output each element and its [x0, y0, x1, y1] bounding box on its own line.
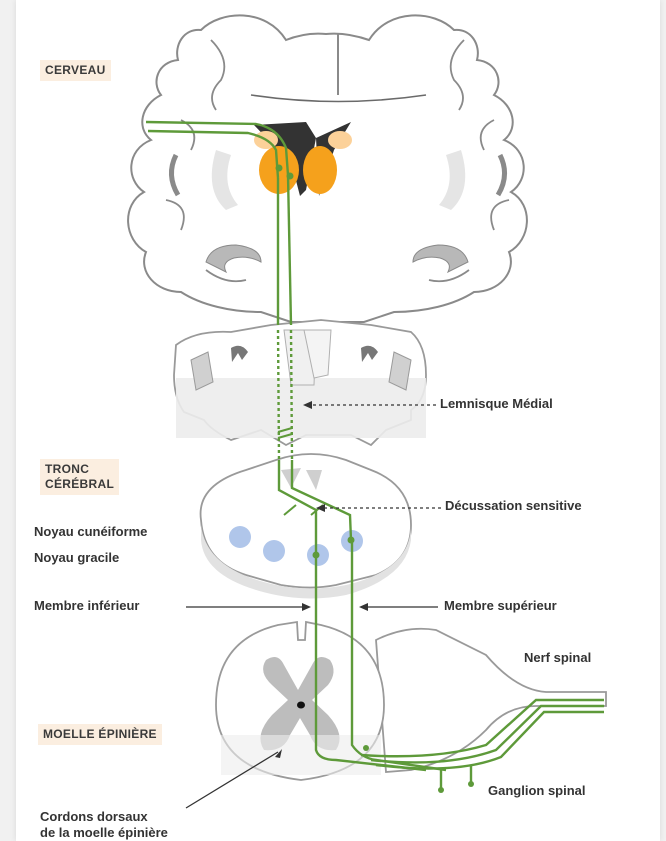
label-cordons-line1: Cordons dorsaux	[40, 809, 168, 825]
brain-section	[128, 15, 527, 322]
label-noyau-gracile: Noyau gracile	[34, 550, 119, 566]
root-dot	[363, 745, 369, 751]
label-nerf-spinal: Nerf spinal	[524, 650, 591, 666]
label-decussation-sensitive: Décussation sensitive	[445, 498, 582, 514]
label-membre-superieur: Membre supérieur	[444, 598, 557, 614]
label-ganglion-spinal: Ganglion spinal	[488, 783, 586, 799]
section-label-tronc-line2: CÉRÉBRAL	[45, 477, 114, 492]
label-cordons-line2: de la moelle épinière	[40, 825, 168, 841]
ganglion-dot-1	[438, 787, 444, 793]
cuneate-synapse	[348, 537, 355, 544]
label-cordons-dorsaux: Cordons dorsaux de la moelle épinière	[40, 809, 168, 841]
thalamus-synapse-2	[287, 173, 294, 180]
arrow-inferieur	[302, 603, 311, 611]
thalamus-right-light	[328, 131, 352, 149]
gracile-synapse	[313, 552, 320, 559]
section-label-tronc: TRONC CÉRÉBRAL	[40, 459, 119, 495]
central-canal	[297, 702, 305, 709]
thalamus-right	[303, 146, 337, 194]
label-lemnisque-medial: Lemnisque Médial	[440, 396, 553, 412]
section-label-cerveau: CERVEAU	[40, 60, 111, 81]
section-label-tronc-line1: TRONC	[45, 462, 114, 477]
label-noyau-cuneiforme: Noyau cunéiforme	[34, 524, 147, 540]
sensory-pathway-diagram	[16, 0, 660, 841]
midbrain-section	[174, 320, 426, 445]
medulla-section	[201, 454, 411, 599]
diagram-frame: CERVEAU TRONC CÉRÉBRAL MOELLE ÉPINIÈRE L…	[16, 0, 660, 841]
thalamus-synapse-1	[276, 165, 283, 172]
nucleus-1	[229, 526, 251, 548]
nucleus-2	[263, 540, 285, 562]
section-label-moelle: MOELLE ÉPINIÈRE	[38, 724, 162, 745]
label-membre-inferieur: Membre inférieur	[34, 598, 139, 614]
arrow-superieur	[359, 603, 368, 611]
cord-shading	[221, 735, 381, 775]
medulla-outline	[201, 454, 411, 588]
ganglion-dot-2	[468, 781, 474, 787]
midbrain-shading	[176, 378, 426, 438]
